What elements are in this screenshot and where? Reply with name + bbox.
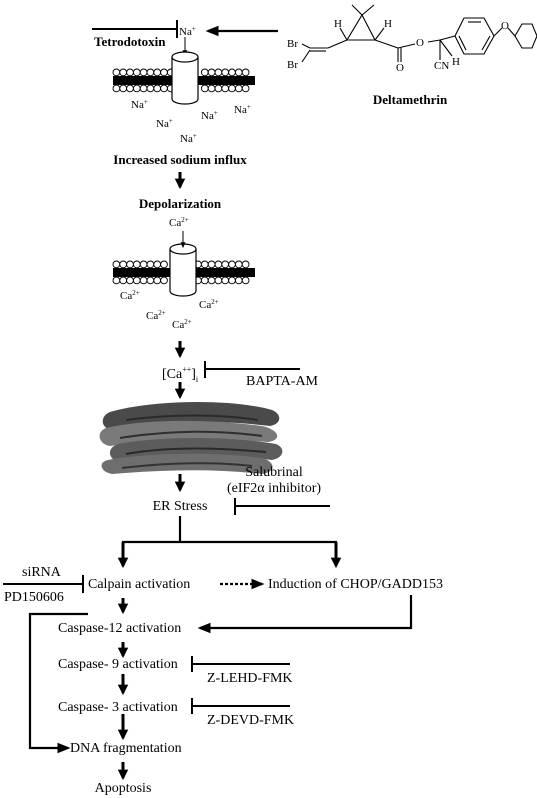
atom-h-left: H xyxy=(334,18,342,30)
ca-ion: Ca2+ xyxy=(172,318,192,332)
atom-br-bottom: Br xyxy=(287,59,298,71)
caspase9-label: Caspase- 9 activation xyxy=(58,657,178,672)
na-ion: Na+ xyxy=(180,132,197,146)
bapta-am-label: BAPTA-AM xyxy=(246,374,318,389)
atom-o-carbonyl: O xyxy=(396,62,404,74)
eif2a-inhibitor-label: (eIF2α inhibitor) xyxy=(226,481,322,496)
atom-br-top: Br xyxy=(287,38,298,50)
na-ion: Na+ xyxy=(156,117,173,131)
z-lehd-fmk-label: Z-LEHD-FMK xyxy=(207,671,293,686)
er-stress-branch xyxy=(122,516,337,544)
z-devd-inhibitor-line xyxy=(191,698,290,714)
atom-cn: CN xyxy=(434,60,450,72)
atom-o-ether: O xyxy=(501,20,509,32)
z-lehd-inhibitor-line xyxy=(191,656,290,672)
intracellular-calcium-label: [Ca++]i xyxy=(162,365,199,384)
er-stress-label: ER Stress xyxy=(152,499,208,514)
deltamethrin-label: Deltamethrin xyxy=(372,92,448,107)
atom-h-benzylic: H xyxy=(452,56,460,68)
ca-ion: Ca2+ xyxy=(146,309,166,323)
sodium-channel-membrane xyxy=(112,51,255,105)
calpain-to-dna-arrow xyxy=(28,612,88,754)
deltamethrin-structure xyxy=(301,4,537,63)
chop-induction-label: Induction of CHOP/GADD153 xyxy=(268,577,443,592)
atom-o-ester: O xyxy=(416,37,424,49)
dna-fragmentation-label: DNA fragmentation xyxy=(70,741,182,756)
salubrinal-label: Salubrinal xyxy=(245,465,303,480)
apoptosis-label: Apoptosis xyxy=(94,781,152,796)
salubrinal-inhibitor-line xyxy=(234,498,330,515)
flow-arrows xyxy=(117,172,342,781)
caspase3-label: Caspase- 3 activation xyxy=(58,700,178,715)
calpain-activation-label: Calpain activation xyxy=(88,577,191,592)
na-ion: Na+ xyxy=(131,98,148,112)
bapta-inhibitor-line xyxy=(204,361,300,378)
na-ion: Na+ xyxy=(201,109,218,123)
ca-ion-top: Ca2+ xyxy=(169,216,189,230)
ca-ion: Ca2+ xyxy=(120,289,140,303)
z-devd-fmk-label: Z-DEVD-FMK xyxy=(207,713,295,728)
depolarization-label: Depolarization xyxy=(138,196,222,211)
tetrodotoxin-label: Tetrodotoxin xyxy=(94,34,166,49)
calpain-inhibitor-line xyxy=(3,575,84,593)
tetrodotoxin-inhibitor-line xyxy=(92,20,178,38)
endoplasmic-reticulum-image xyxy=(99,401,283,474)
na-ion-top: Na+ xyxy=(179,25,196,39)
chop-to-caspase12-arrow xyxy=(197,595,413,634)
pd150606-label: PD150606 xyxy=(4,590,64,605)
atom-h-right: H xyxy=(384,18,392,30)
ca-ion: Ca2+ xyxy=(199,298,219,312)
caspase12-label: Caspase-12 activation xyxy=(58,621,182,636)
sirna-label: siRNA xyxy=(22,565,61,580)
increased-sodium-influx-label: Increased sodium influx xyxy=(113,152,247,167)
na-ion: Na+ xyxy=(234,103,251,117)
calcium-channel-membrane xyxy=(112,243,255,297)
